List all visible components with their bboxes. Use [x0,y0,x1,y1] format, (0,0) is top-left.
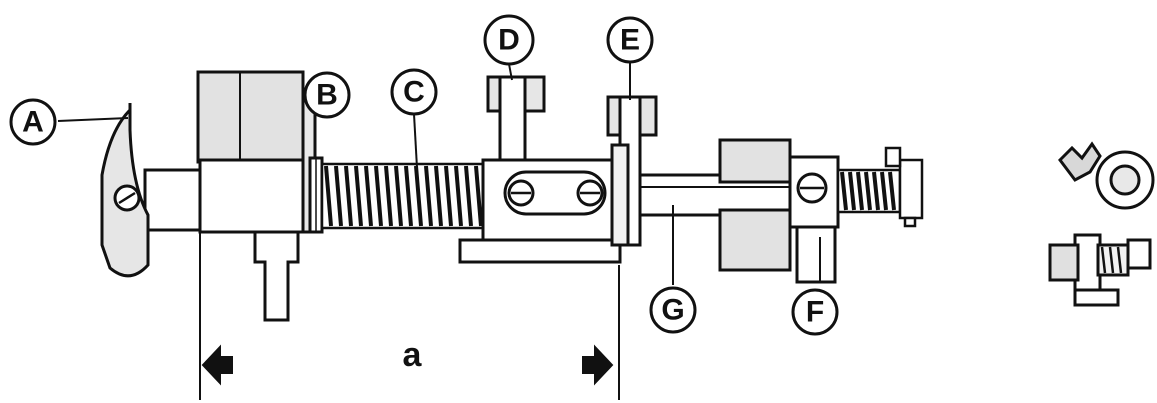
right-spring [836,146,924,228]
right-collar [718,138,792,272]
callout-d-label: D [498,24,520,57]
dimension-label: a [403,336,423,374]
callout-b: B [303,71,351,119]
callout-f: F [791,288,839,336]
callout-e: E [606,16,654,100]
part-d-clamp [458,75,622,264]
part-c-spring [320,162,489,230]
callout-d: D [483,14,535,81]
callout-c: C [390,68,438,169]
part-f-clamp [788,155,840,284]
side-view-sketch [1048,141,1155,307]
callout-c-label: C [403,76,425,109]
right-arrow-icon [582,344,614,386]
callout-f-label: F [806,296,824,329]
callout-g-label: G [661,294,684,327]
callout-a-label: A [22,106,44,139]
part-e-bracket [606,95,658,247]
part-b-washer [308,156,324,234]
callout-a: A [9,98,57,146]
callout-g: G [649,286,697,334]
callout-e-label: E [620,24,640,57]
part-a-bracket [57,103,150,278]
dimension-a [199,225,620,400]
callout-b-label: B [316,79,338,112]
left-arrow-icon [201,344,233,386]
collar-block [196,70,317,322]
